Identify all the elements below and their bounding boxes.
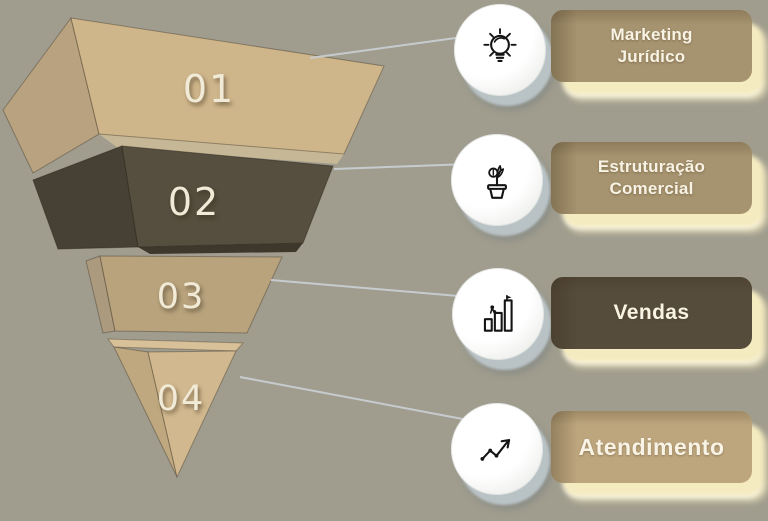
- money-plant-icon: [487, 165, 507, 199]
- stage-label-text-3: Vendas: [613, 301, 690, 324]
- funnel-segment-03-side: [85, 255, 116, 334]
- circle-face: [451, 134, 543, 226]
- stage-label-card-3: Vendas: [551, 277, 763, 362]
- icon-circle-4: [451, 403, 550, 505]
- idea-lightbulb-icon: [483, 28, 517, 63]
- stage-label-card-1: Marketing Jurídico: [551, 10, 763, 95]
- stage-label-card-2: Estruturação Comercial: [551, 142, 763, 227]
- funnel-segment-01-side: [2, 16, 100, 174]
- circle-face: [452, 268, 544, 360]
- icon-circle-3: [452, 268, 551, 370]
- trend-arrow-icon: [480, 438, 511, 461]
- funnel-segment-02-lip: [138, 243, 303, 254]
- card-face: Vendas: [551, 277, 752, 349]
- stage-number-1: 01: [182, 67, 236, 111]
- connector-line-1: [309, 35, 471, 59]
- funnel-segment-04-lip: [106, 338, 245, 352]
- stage-number-3: 03: [156, 277, 206, 317]
- card-face: Atendimento: [551, 411, 752, 483]
- connector-line-2: [333, 163, 471, 170]
- stage-number-4: 04: [156, 379, 206, 419]
- stage-label-text-1: Marketing Jurídico: [610, 24, 693, 66]
- connector-line-3: [270, 279, 471, 298]
- stage-number-2: 02: [167, 180, 221, 224]
- stage-label-text-4: Atendimento: [578, 433, 725, 460]
- circle-face: [451, 403, 543, 495]
- connector-line-4: [239, 376, 469, 421]
- card-face: Estruturação Comercial: [551, 142, 752, 214]
- stage-label-card-4: Atendimento: [551, 411, 763, 496]
- icon-circle-2: [451, 134, 550, 236]
- funnel-segment-01-lip: [99, 134, 344, 164]
- stage-label-text-2: Estruturação Comercial: [597, 156, 706, 198]
- growth-bars-icon: [483, 294, 513, 332]
- icon-circle-1: [454, 4, 553, 106]
- funnel-segment-02-side: [32, 145, 139, 250]
- card-face: Marketing Jurídico: [551, 10, 752, 82]
- circle-face: [454, 4, 546, 96]
